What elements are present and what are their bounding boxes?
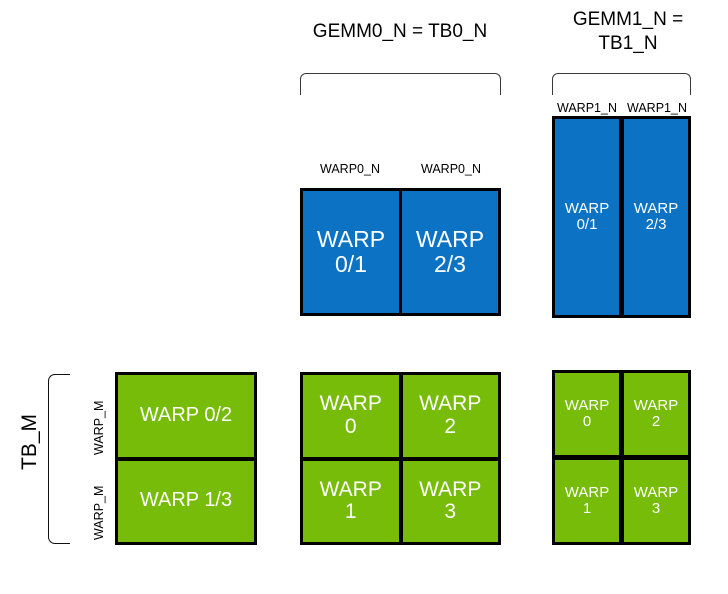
blue-warp-cell-2-3: WARP 2/3 [402,191,498,313]
gemm0-title: GEMM0_N = TB0_N [312,21,488,42]
warp0n-caption-left: WARP0_N [320,162,380,176]
tb-m-bracket [48,374,70,544]
green-mid-warp-cell-3: WARP 3 [402,460,498,542]
warp1n-caption-left: WARP1_N [557,101,617,115]
green-right-block: WARP 0 WARP 2 WARP 1 WARP 3 [552,370,691,545]
gemm0-span-bracket [300,73,501,95]
gemm1-title: GEMM1_N = TB1_N [572,9,684,54]
green-warp-cell-0-2: WARP 0/2 [118,375,254,457]
green-warp-cell-1-3: WARP 1/3 [118,460,254,542]
warp-m-caption-top: WARP_M [92,400,106,455]
green-right-warp-cell-0: WARP 0 [555,373,619,455]
blue-tb1-warp-cell-0-1: WARP 0/1 [555,119,619,315]
green-right-warp-cell-1: WARP 1 [555,460,619,542]
warp-m-caption-bottom: WARP_M [92,485,106,540]
warp0n-caption-right: WARP0_N [421,162,481,176]
blue-warp-cell-0-1: WARP 0/1 [303,191,399,313]
green-right-warp-cell-3: WARP 3 [624,460,688,542]
blue-tb1-warp-cell-2-3: WARP 2/3 [624,119,688,315]
gemm1-span-bracket [552,73,691,95]
green-mid-block: WARP 0 WARP 2 WARP 1 WARP 3 [300,372,501,545]
green-left-block: WARP 0/2 WARP 1/3 [115,372,257,545]
tb-m-label: TB_M [18,413,41,470]
green-mid-warp-cell-1: WARP 1 [303,460,399,542]
tb1-blue-block: WARP 0/1 WARP 2/3 [552,116,691,318]
warp1n-caption-right: WARP1_N [627,101,687,115]
green-mid-warp-cell-0: WARP 0 [303,375,399,457]
green-right-warp-cell-2: WARP 2 [624,373,688,455]
tb0-blue-block: WARP 0/1 WARP 2/3 [300,188,501,316]
green-mid-warp-cell-2: WARP 2 [402,375,498,457]
